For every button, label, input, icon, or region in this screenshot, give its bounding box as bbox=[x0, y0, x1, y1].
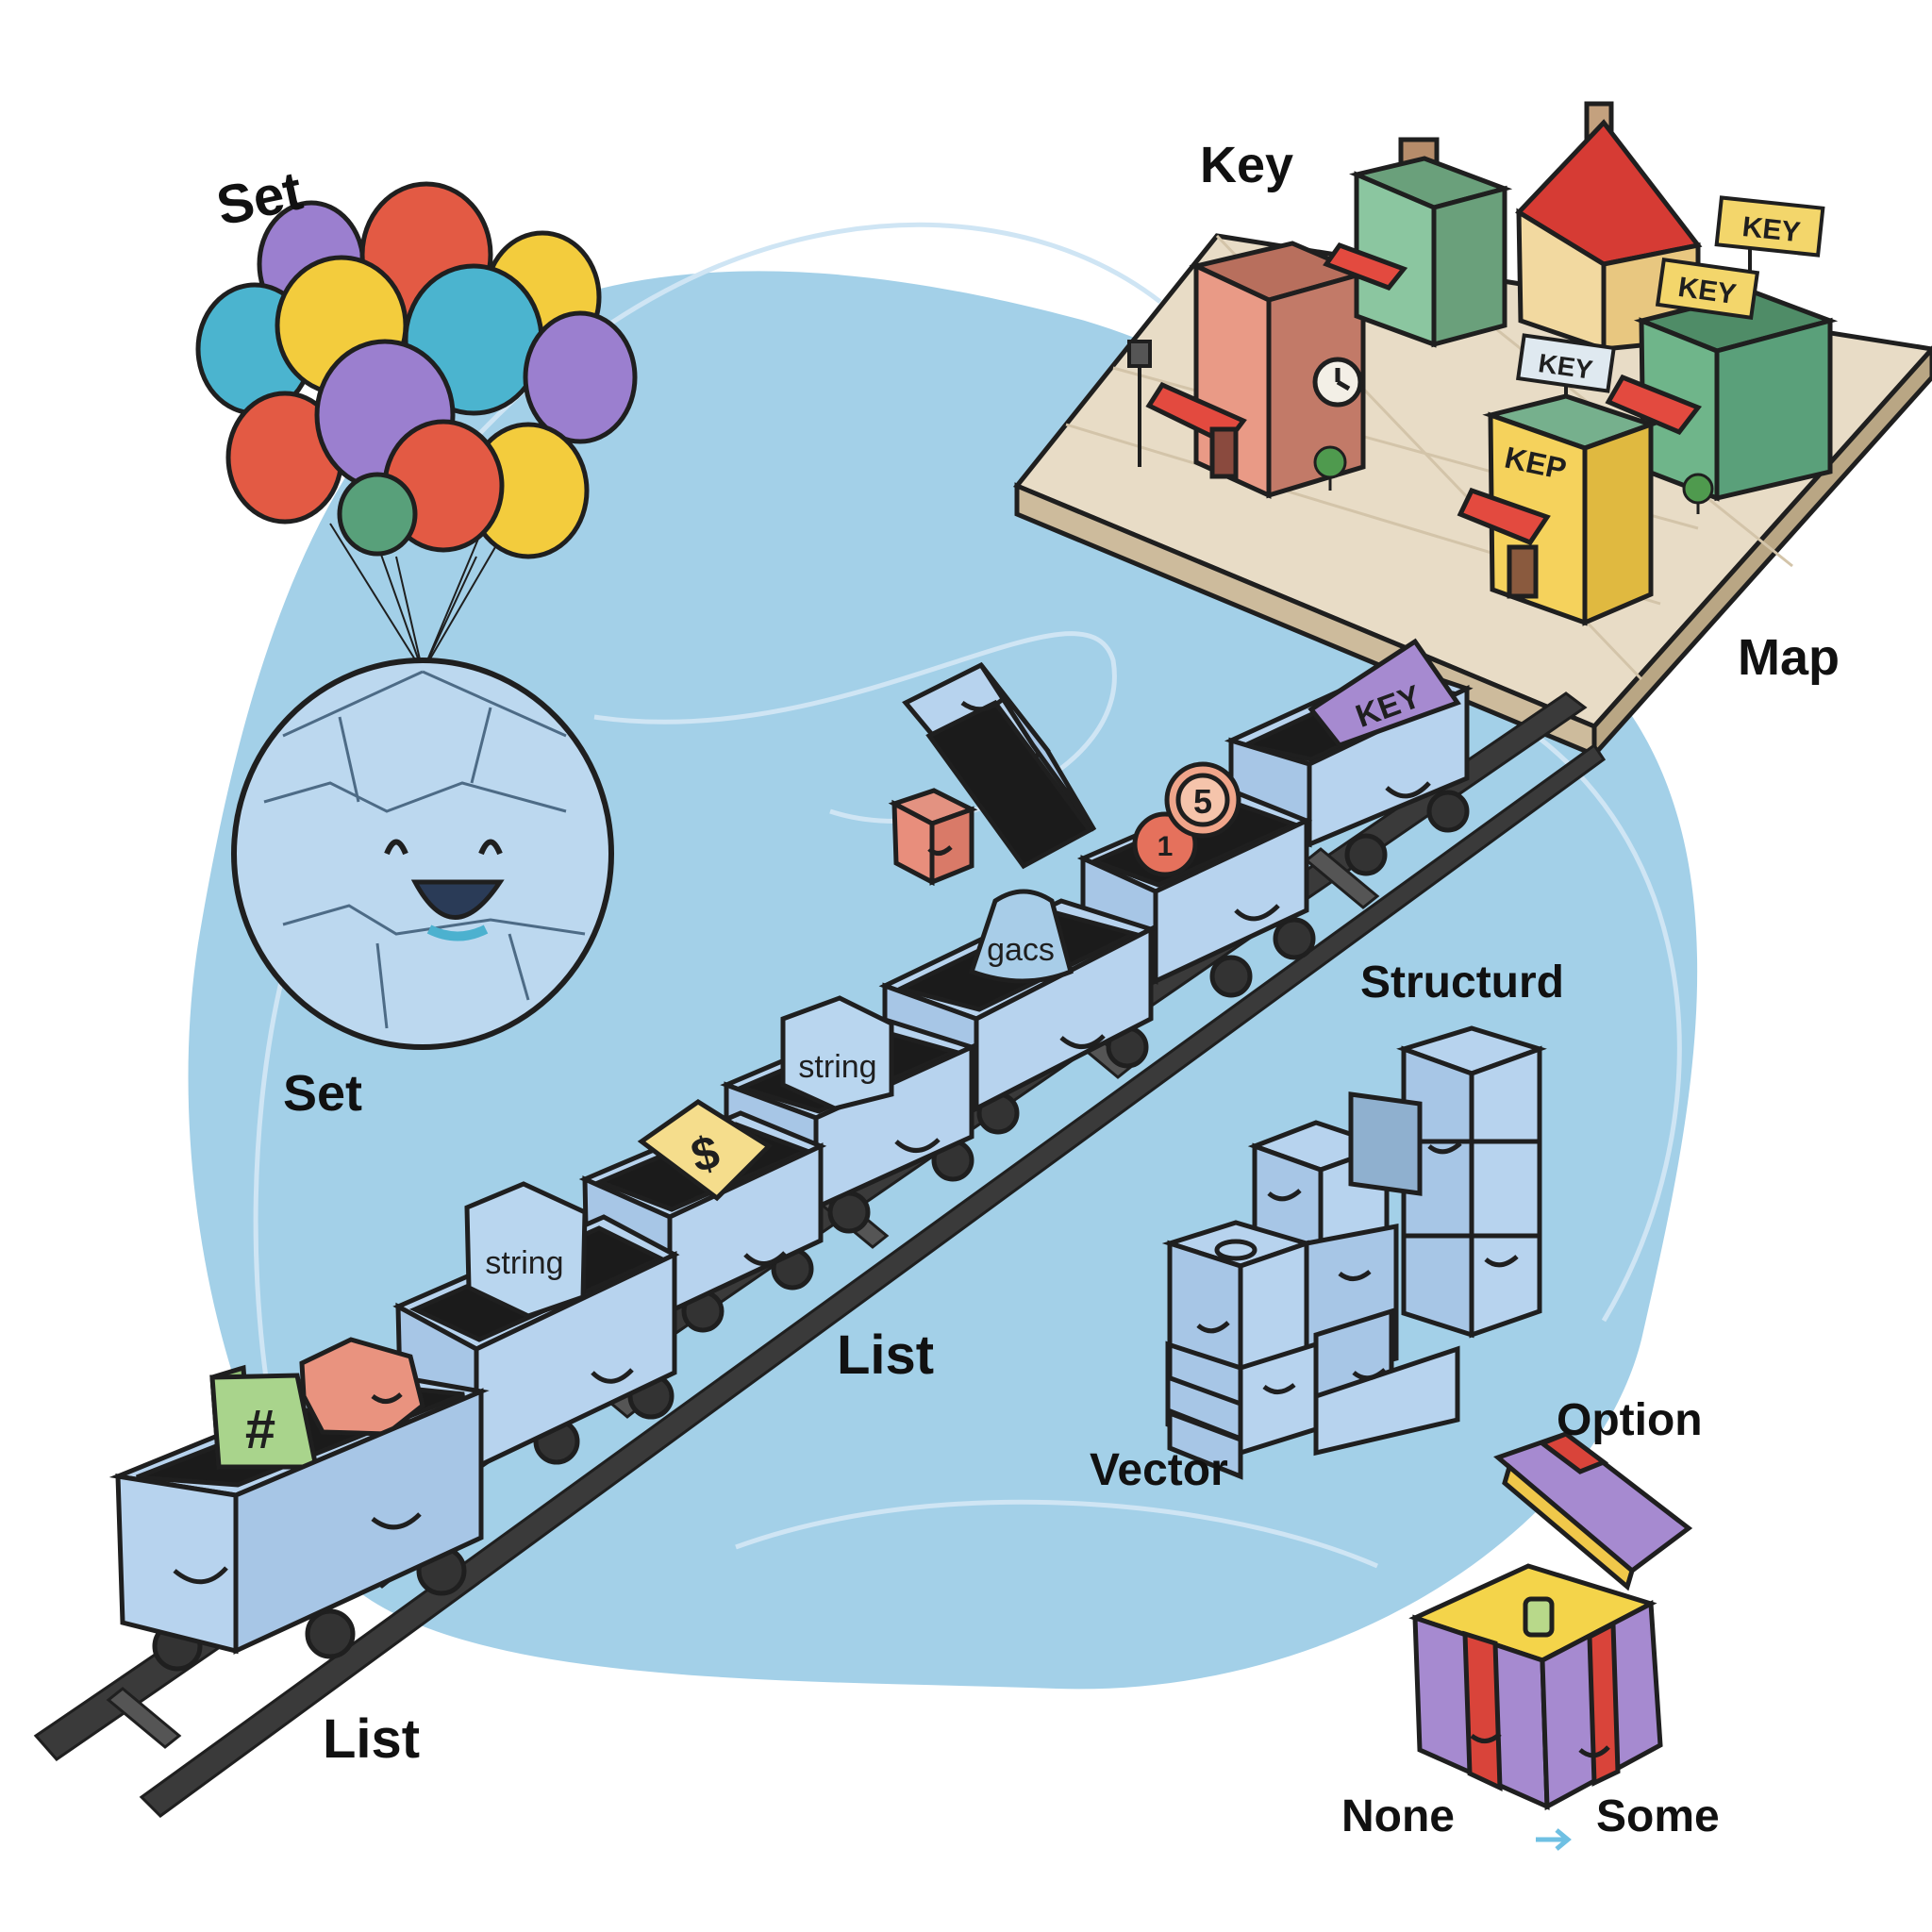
key-sign-1: KEY bbox=[1714, 195, 1825, 274]
yellow-house bbox=[1515, 101, 1703, 353]
map-label: Map bbox=[1738, 629, 1840, 686]
kep-shop-building: KEP bbox=[1457, 393, 1658, 626]
pink-cube bbox=[888, 788, 978, 887]
set-label-bottom: Set bbox=[283, 1065, 363, 1122]
cart-gacs: gacs bbox=[878, 889, 1158, 1135]
structured-label: Structurd bbox=[1360, 958, 1564, 1008]
key-sign-2: KEY bbox=[1655, 258, 1760, 320]
option-label: Option bbox=[1557, 1395, 1703, 1445]
open-box bbox=[902, 661, 1097, 870]
svg-text:5: 5 bbox=[1193, 782, 1212, 821]
cart-string: string bbox=[720, 995, 978, 1234]
svg-text:gacs: gacs bbox=[987, 932, 1055, 968]
list-label-middle: List bbox=[837, 1324, 935, 1386]
set-ball-character bbox=[231, 658, 614, 1050]
lamp-post bbox=[1127, 340, 1152, 467]
some-label: Some bbox=[1596, 1791, 1720, 1841]
tree bbox=[1313, 445, 1714, 514]
svg-text:#: # bbox=[245, 1399, 275, 1460]
green-building-right bbox=[1605, 290, 1839, 502]
balloon-cluster bbox=[195, 181, 638, 559]
svg-text:KEY: KEY bbox=[1740, 211, 1802, 248]
svg-text:1: 1 bbox=[1158, 831, 1174, 862]
green-shop-building bbox=[1323, 137, 1513, 348]
option-gift-box bbox=[1408, 1431, 1693, 1811]
vector-label: Vector bbox=[1090, 1445, 1228, 1495]
cart-key: KEY bbox=[1224, 638, 1474, 876]
cart-front: # bbox=[108, 1337, 490, 1672]
none-to-some-arrow bbox=[1536, 1828, 1572, 1851]
svg-text:string: string bbox=[485, 1245, 563, 1281]
none-label: None bbox=[1341, 1791, 1455, 1841]
key-label: Key bbox=[1200, 137, 1294, 193]
vector-cube-stack bbox=[1161, 1025, 1547, 1480]
list-label-bottom: List bbox=[323, 1708, 421, 1770]
svg-text:string: string bbox=[798, 1049, 876, 1085]
